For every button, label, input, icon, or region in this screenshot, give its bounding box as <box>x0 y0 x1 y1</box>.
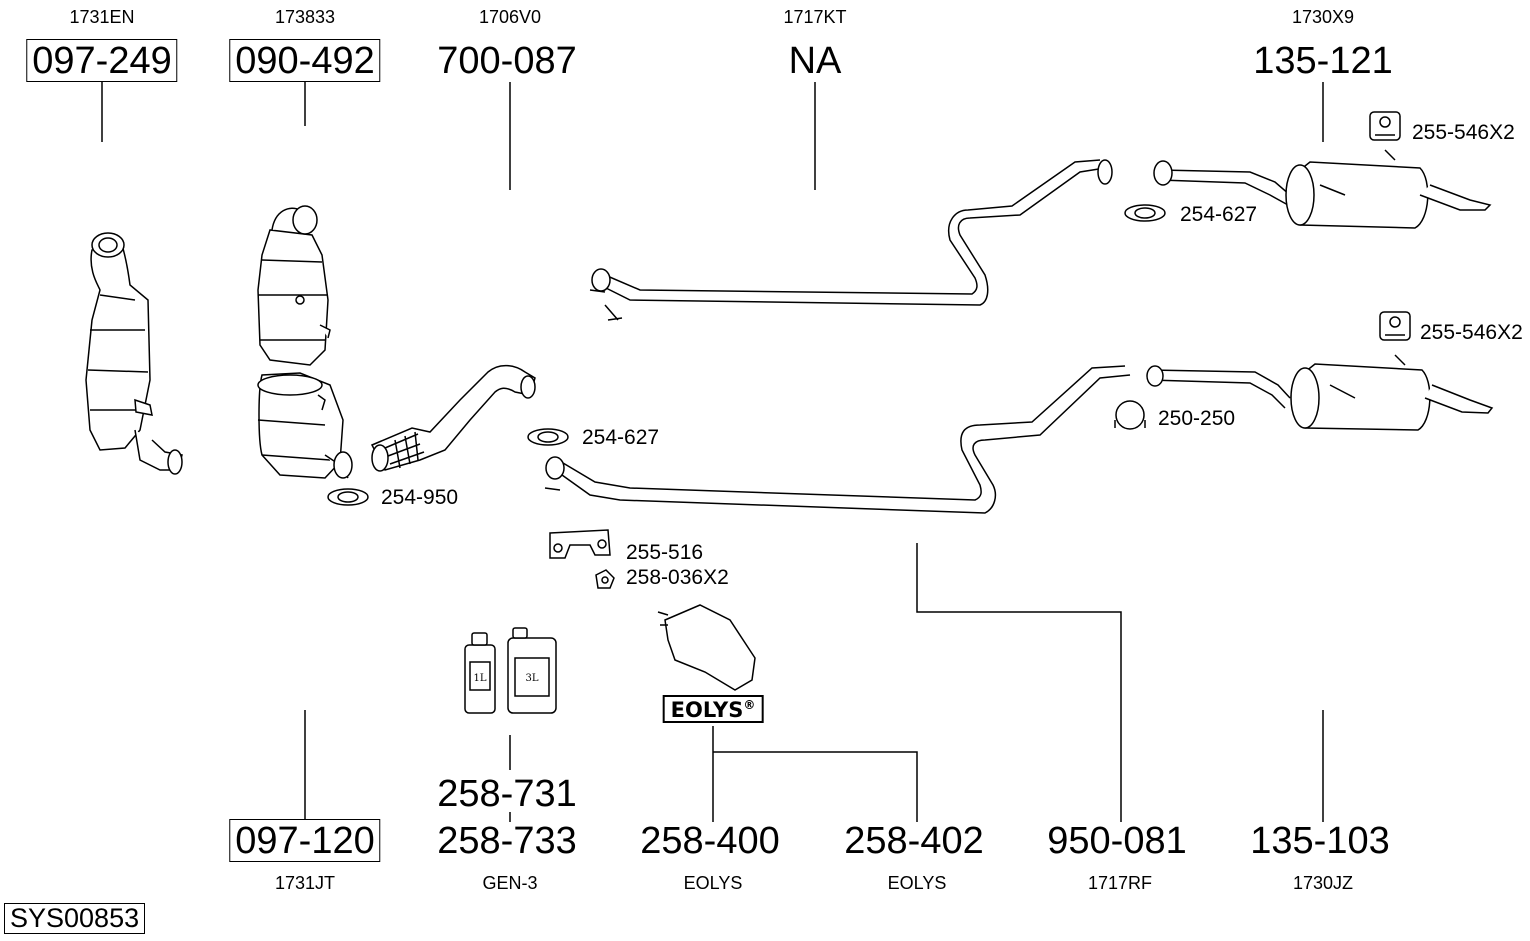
rubber-hanger-icon <box>1379 311 1411 341</box>
part-ref-label: 1731EN <box>69 7 135 27</box>
clamp-icon <box>527 428 569 446</box>
accessory-label: 254-627 <box>1180 203 1258 226</box>
leader-line <box>916 543 1122 822</box>
part-number-label: 097-249 <box>26 39 178 82</box>
part-number-label: NA <box>788 40 842 82</box>
registered-mark: ® <box>743 698 756 712</box>
leader-line <box>713 751 918 822</box>
clamp-icon <box>327 488 369 506</box>
brand-text: EOLYS <box>670 698 744 722</box>
system-code-label: SYS00853 <box>4 903 146 934</box>
part-ref-label: GEN-3 <box>482 873 538 893</box>
eolys-brand-label: EOLYS® <box>662 695 764 723</box>
nut-icon <box>595 569 615 589</box>
middle-pipe-upper-drawing <box>589 159 1113 321</box>
part-number-label: 097-120 <box>229 819 381 862</box>
part-number-label: 258-400 <box>640 820 780 862</box>
mounting-bracket-icon <box>549 529 611 559</box>
catalytic-converter-drawing <box>85 232 183 475</box>
part-number-label: 090-492 <box>229 39 381 82</box>
additive-tank-drawing <box>657 604 756 691</box>
accessory-label: 254-627 <box>582 426 660 449</box>
u-bolt-clamp-icon <box>1114 400 1146 430</box>
part-number-label: 258-402 <box>844 820 984 862</box>
accessory-label: 250-250 <box>1158 407 1236 430</box>
accessory-label: 255-516 <box>626 541 704 564</box>
part-ref-label: 1730X9 <box>1291 7 1355 27</box>
part-number-label: 258-733 <box>437 820 577 862</box>
accessory-label: 255-546X2 <box>1420 321 1523 344</box>
front-pipe-drawing <box>370 364 536 472</box>
bottle-label-small: 1L <box>473 673 486 684</box>
fluid-can-3l-icon <box>507 627 557 714</box>
part-ref-label: 173833 <box>274 7 336 27</box>
middle-pipe-lower-drawing <box>544 365 1131 514</box>
part-ref-label: 1731JT <box>274 873 336 893</box>
part-ref-label: 1730JZ <box>1292 873 1354 893</box>
part-ref-label: EOLYS <box>887 873 947 893</box>
rear-muffler-bottom-drawing <box>1146 354 1494 431</box>
fluid-bottle-1l-icon <box>464 632 496 714</box>
rubber-hanger-icon <box>1369 111 1401 141</box>
part-number-label: 700-087 <box>437 40 577 82</box>
part-ref-label: EOLYS <box>683 873 743 893</box>
part-ref-label: 1706V0 <box>478 7 542 27</box>
part-number-label: 135-103 <box>1250 820 1390 862</box>
bottle-label-large: 3L <box>525 673 538 684</box>
part-ref-label: 1717KT <box>783 7 847 27</box>
accessory-label: 255-546X2 <box>1412 121 1515 144</box>
particulate-filter-drawing <box>257 205 353 479</box>
accessory-label: 254-950 <box>381 486 459 509</box>
rear-muffler-top-drawing <box>1153 149 1492 229</box>
clamp-icon <box>1124 204 1166 222</box>
part-ref-label: 1717RF <box>1087 873 1153 893</box>
part-number-label: 950-081 <box>1047 820 1187 862</box>
accessory-label: 258-036X2 <box>626 566 729 589</box>
part-number-label: 135-121 <box>1253 40 1393 82</box>
part-number-label: 258-731 <box>437 773 577 815</box>
